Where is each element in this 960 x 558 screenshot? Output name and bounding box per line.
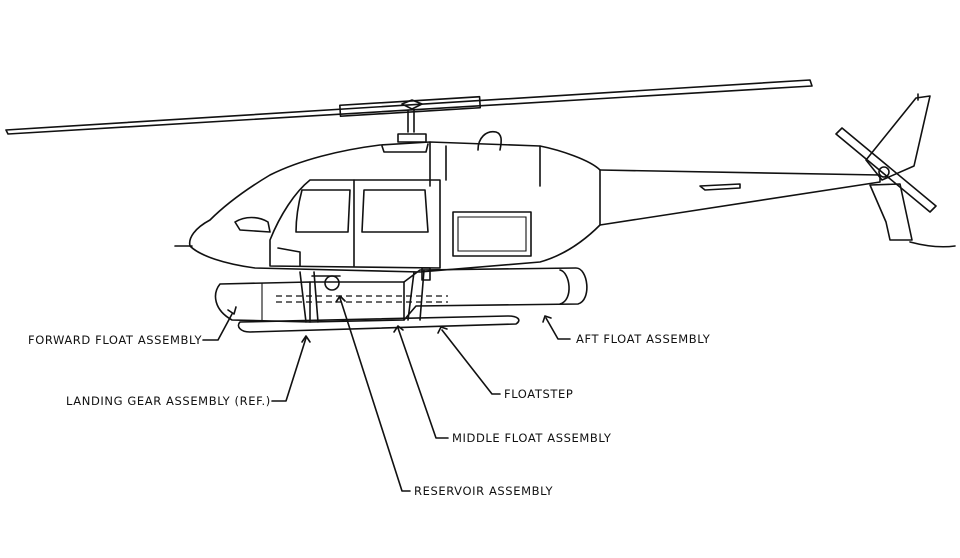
float-assemblies xyxy=(214,267,588,323)
reservoir-label: RESERVOIR ASSEMBLY xyxy=(414,484,554,498)
floatstep-label: FLOATSTEP xyxy=(504,387,574,401)
landing-gear-label: LANDING GEAR ASSEMBLY (REF.) xyxy=(66,394,271,408)
tail-assembly xyxy=(835,93,956,248)
leader-lines xyxy=(202,295,571,492)
fuselage xyxy=(174,130,881,273)
middle-float-label: MIDDLE FLOAT ASSEMBLY xyxy=(452,431,612,445)
aft-float-label: AFT FLOAT ASSEMBLY xyxy=(576,332,711,346)
landing-gear xyxy=(237,267,520,333)
forward-float-label: FORWARD FLOAT ASSEMBLY xyxy=(28,333,203,347)
main-rotor xyxy=(5,79,813,143)
